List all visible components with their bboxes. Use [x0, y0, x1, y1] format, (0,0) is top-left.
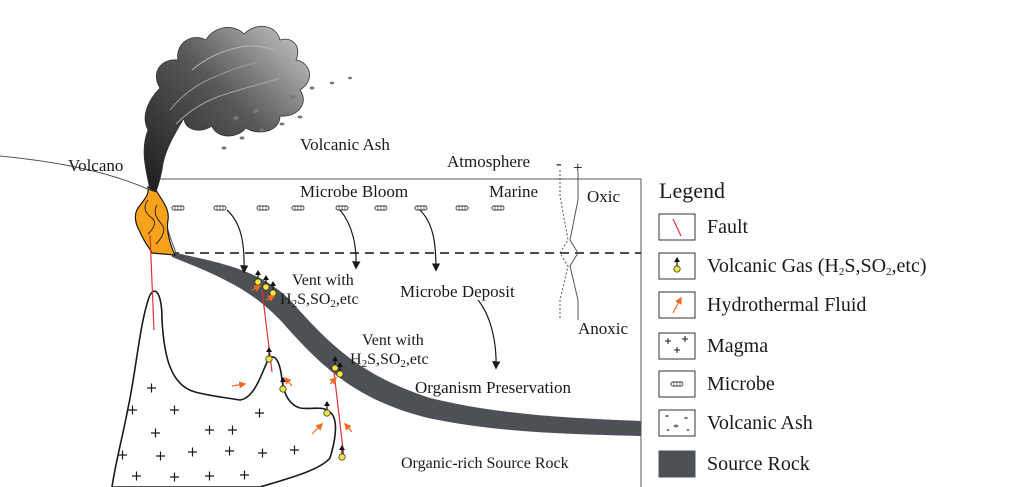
vent-label-upper: Vent with H2S,SO2,etc: [280, 271, 359, 309]
microbe-sinking-arrow-2: [340, 210, 356, 268]
minus-sign: -: [556, 155, 562, 172]
microbe-sinking-arrow-1: [227, 210, 244, 272]
legend-fault: Fault: [707, 216, 748, 239]
microbe-bloom-label: Microbe Bloom: [300, 183, 408, 200]
vent-title: Vent with: [280, 271, 359, 290]
volcano-label: Volcano: [68, 157, 123, 174]
microbe-deposit-label: Microbe Deposit: [400, 283, 515, 300]
legend-source-rock: Source Rock: [707, 453, 810, 476]
microbe-sinking-arrow-3: [420, 210, 436, 270]
legend-magma: Magma: [707, 335, 768, 358]
organic-rich-source-rock-label: Organic-rich Source Rock: [401, 456, 569, 472]
oxic-label: Oxic: [587, 188, 620, 205]
legend-icons: [659, 214, 695, 477]
legend-volcanic-ash: Volcanic Ash: [707, 412, 813, 435]
volcano-conduit: [135, 187, 175, 255]
marine-label: Marine: [489, 183, 538, 200]
vent-title: Vent with: [350, 331, 429, 350]
preservation-arrow: [478, 300, 496, 368]
legend-hydrothermal-fluid: Hydrothermal Fluid: [707, 294, 866, 317]
vent-label-lower: Vent with H2S,SO2,etc: [350, 331, 429, 369]
anoxic-label: Anoxic: [578, 320, 628, 337]
volcanic-ash-label: Volcanic Ash: [300, 136, 390, 153]
legend-title: Legend: [659, 178, 725, 204]
plus-sign: +: [573, 159, 583, 176]
vent-formula: H2S,SO2,etc: [280, 290, 359, 309]
atmosphere-label: Atmosphere: [447, 153, 530, 170]
microbe-row: [172, 206, 504, 210]
legend-volcanic-gas: Volcanic Gas (H2S,SO2,etc): [707, 255, 927, 278]
redox-bracket: [560, 170, 568, 320]
vent-formula: H2S,SO2,etc: [350, 350, 429, 369]
legend-microbe: Microbe: [707, 373, 775, 396]
organism-preservation-label: Organism Preservation: [415, 379, 571, 396]
